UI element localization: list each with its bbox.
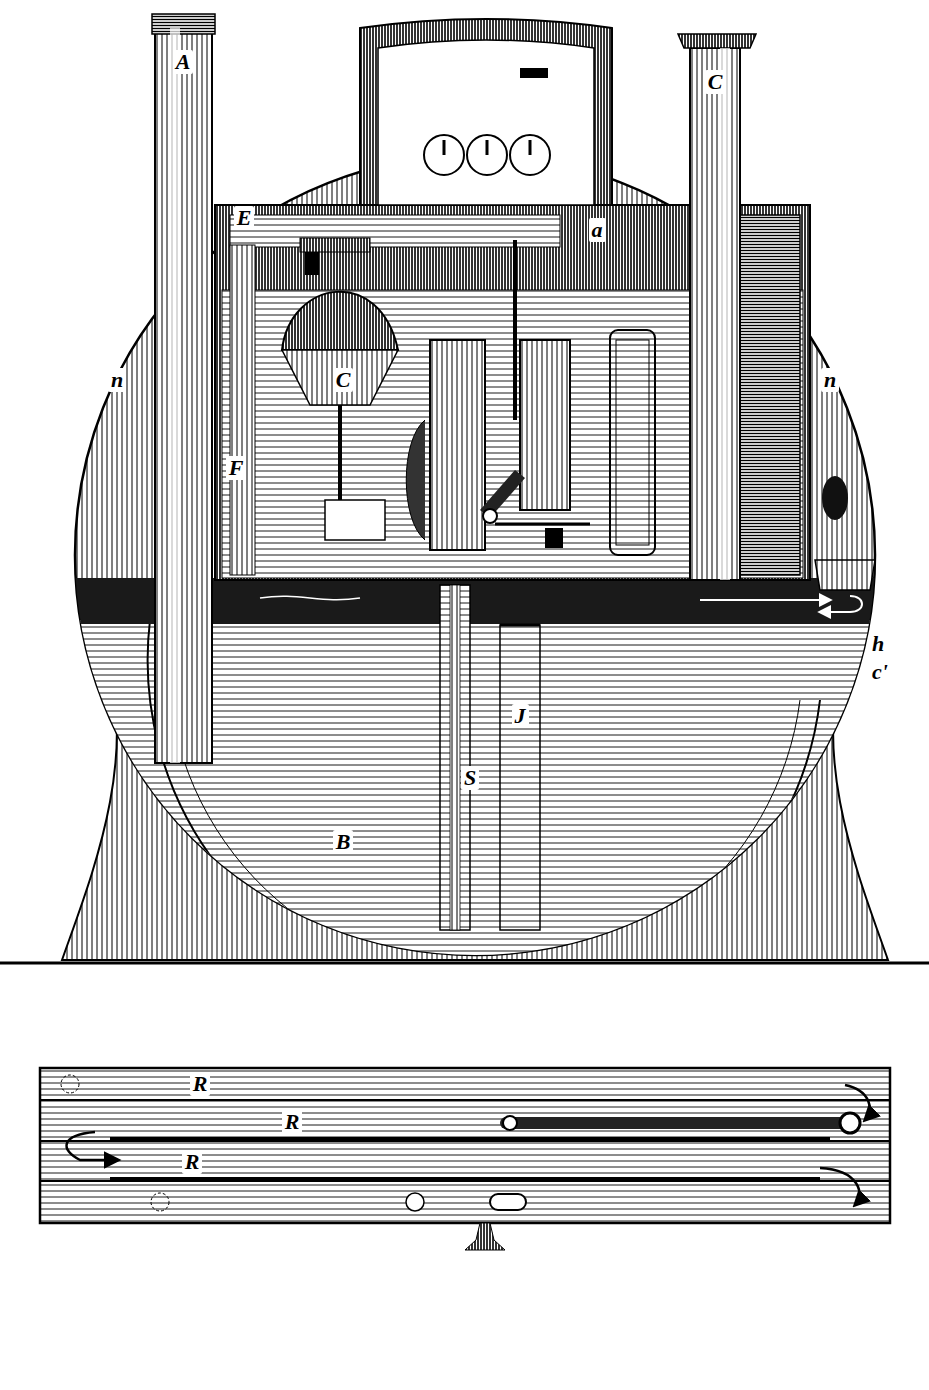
float-dome xyxy=(282,292,398,540)
part-letter: A xyxy=(173,50,194,74)
side-cup xyxy=(815,476,875,590)
siphon-tubes xyxy=(440,585,540,930)
part-letter: E xyxy=(234,206,255,230)
outlet-pipe xyxy=(678,34,756,580)
part-letter: F xyxy=(226,456,247,480)
part-letter: C xyxy=(333,368,354,392)
part-letter: h xyxy=(869,632,887,656)
part-letter: B xyxy=(333,830,354,854)
part-letter: C xyxy=(705,70,726,94)
part-letter: R xyxy=(190,1072,211,1096)
inlet-pipe xyxy=(152,14,215,763)
part-letter: S xyxy=(461,766,479,790)
valve-mechanism xyxy=(406,240,655,555)
part-letter: J xyxy=(512,704,529,728)
plan-view xyxy=(40,1068,890,1250)
part-letter: R xyxy=(182,1150,203,1174)
counter-box xyxy=(360,19,612,205)
part-letter: n xyxy=(108,368,126,392)
part-letter: c' xyxy=(869,660,891,684)
part-letter: n xyxy=(821,368,839,392)
part-letter: R xyxy=(282,1110,303,1134)
part-letter: a xyxy=(589,218,606,242)
